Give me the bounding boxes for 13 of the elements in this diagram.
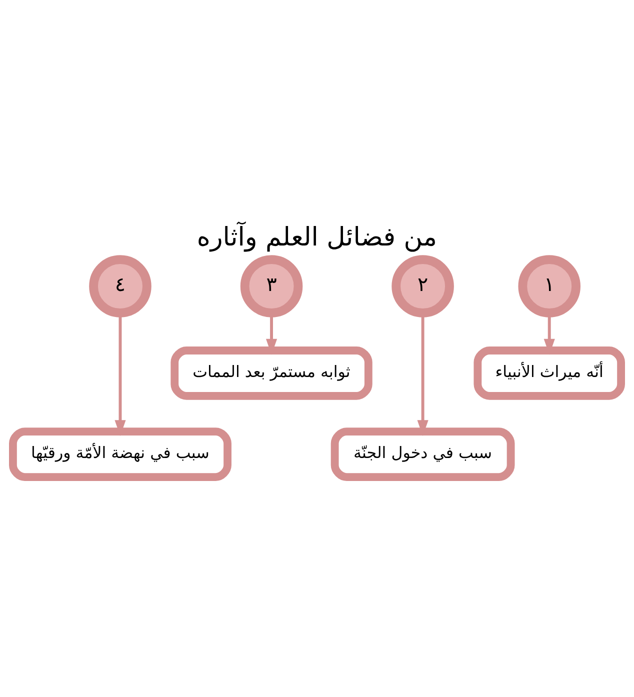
- node-box: سبب في نهضة الأمّة ورقيّها: [9, 427, 232, 480]
- node-circle: ٢: [392, 254, 454, 317]
- node-circle: ٤: [89, 254, 152, 317]
- arrow: [544, 314, 555, 354]
- node-circle: ٣: [240, 254, 303, 317]
- node-box: ثوابه مستمرّ بعد الممات: [170, 346, 372, 400]
- node-circle: ١: [518, 254, 580, 317]
- diagram-title: من فضائل العلم وآثاره: [196, 222, 438, 252]
- node-box: سبب في دخول الجنّة: [330, 427, 515, 480]
- node-box: أنّه ميراث الأنبياء: [474, 346, 625, 400]
- arrow: [417, 314, 428, 436]
- arrow: [114, 314, 126, 436]
- arrow: [266, 314, 278, 354]
